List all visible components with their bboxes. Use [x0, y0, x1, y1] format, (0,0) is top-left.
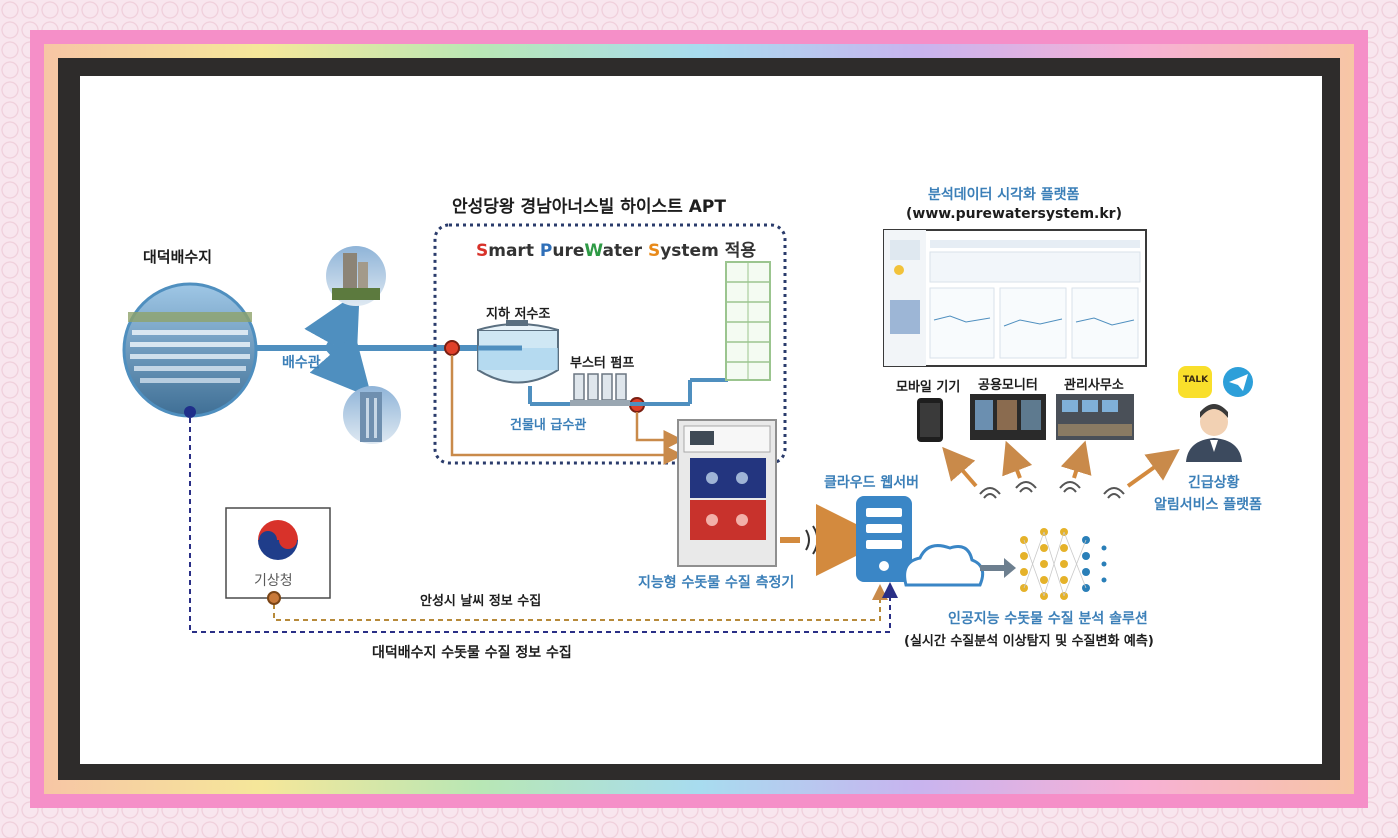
booster-pump-label: 부스터 펌프	[570, 356, 635, 371]
brand-ystem: ystem	[660, 241, 719, 261]
emergency-label-2: 알림서비스 플랫폼	[1154, 497, 1262, 513]
brand-s: S	[476, 241, 489, 261]
ai-description-label: (실시간 수질분석 이상탐지 및 수질변화 예측)	[904, 634, 1154, 649]
apartment-photo-icon	[326, 246, 386, 306]
kakaotalk-icon	[1178, 366, 1212, 398]
brand-w: W	[584, 241, 603, 261]
analyzer-label: 지능형 수돗물 수질 측정기	[638, 575, 795, 591]
apartment-building-icon	[725, 261, 771, 381]
brand-ure: ure	[552, 241, 585, 261]
brand-ater: ater	[602, 241, 648, 261]
user-avatar-icon	[1186, 404, 1242, 462]
talk-badge: TALK	[1183, 375, 1209, 385]
reservoir-photo	[122, 282, 258, 418]
cloud-icon	[903, 544, 985, 587]
weather-node	[267, 591, 281, 605]
apt-boundary	[433, 223, 787, 465]
platform-title: 분석데이터 시각화 플랫폼	[928, 187, 1080, 203]
water-analyzer-icon	[677, 419, 777, 567]
neural-network-icon	[1020, 528, 1107, 600]
system-brand: Smart PureWater System 적용	[476, 236, 756, 261]
building-pipe-label: 건물내 급수관	[510, 418, 587, 433]
office-tower-photo-icon	[343, 386, 401, 444]
office-label: 관리사무소	[1064, 378, 1124, 393]
dashboard-screenshot	[883, 229, 1147, 367]
reservoir-label: 대덕배수지	[143, 248, 213, 266]
weather-data-line	[273, 584, 888, 621]
ai-solution-label: 인공지능 수돗물 수질 분석 솔루션	[948, 611, 1148, 627]
building-supply-pipe	[528, 270, 730, 406]
underground-tank-label: 지하 저수조	[486, 307, 551, 322]
booster-pump-icon	[570, 373, 630, 406]
water-tank-icon	[477, 320, 559, 384]
server-icon	[856, 496, 912, 582]
emergency-label-1: 긴급상황	[1188, 475, 1240, 491]
reservoir-info-label: 대덕배수지 수돗물 수질 정보 수집	[372, 645, 572, 661]
brand-suffix: 적용	[718, 241, 756, 261]
pipe-label: 배수관	[282, 355, 321, 371]
brand-y: S	[647, 241, 661, 261]
public-monitor-label: 공용모니터	[978, 378, 1038, 393]
platform-url: (www.purewatersystem.kr)	[906, 206, 1122, 222]
telegram-icon	[1223, 367, 1253, 397]
apt-title: 안성당왕 경남아너스빌 하이스트 APT	[452, 197, 726, 217]
wifi-signal-icon	[780, 504, 888, 576]
kma-logo-icon	[225, 507, 331, 599]
mobile-label: 모바일 기기	[896, 380, 961, 395]
cloud-server-label: 클라우드 웹서버	[824, 475, 920, 491]
kma-logo-text: 기상청	[254, 573, 293, 589]
output-arrows	[942, 440, 1180, 488]
control-room-icon	[1056, 394, 1134, 440]
broadcast-signals	[979, 481, 1125, 499]
brand-p: P	[539, 241, 553, 261]
sampling-lines	[450, 355, 684, 465]
inlet-valve-icon	[444, 340, 460, 356]
monitor-icon	[970, 394, 1046, 440]
brand-mart: mart	[488, 241, 540, 261]
smartphone-icon	[917, 398, 943, 442]
weather-info-label: 안성시 날씨 정보 수집	[420, 594, 542, 609]
